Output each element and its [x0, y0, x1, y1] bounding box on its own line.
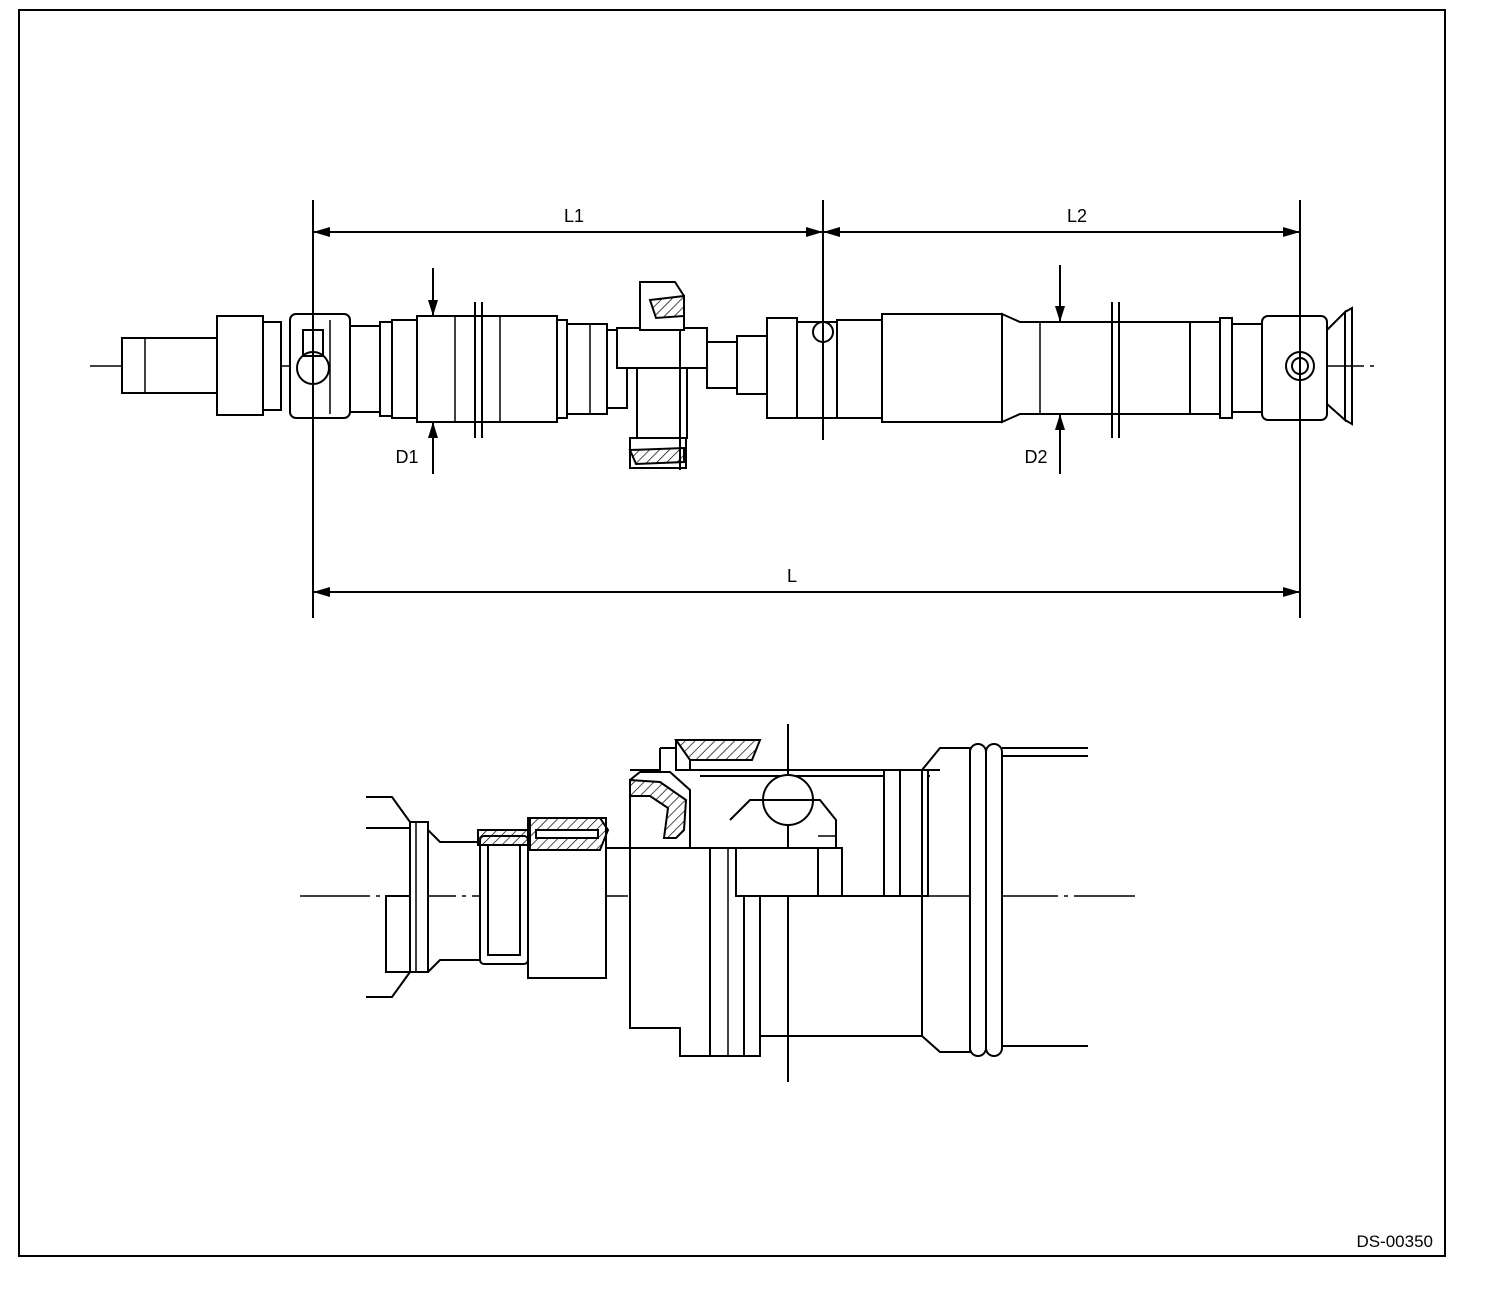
dimension-d2: D2: [1024, 265, 1065, 474]
label-d2: D2: [1024, 447, 1047, 467]
dimension-l1: L1: [313, 206, 823, 237]
label-l1: L1: [564, 206, 584, 226]
dimension-l2: L2: [823, 206, 1300, 237]
dimension-d1: D1: [395, 268, 438, 474]
shaft-overview: L1 L2 L D1 D2: [90, 200, 1380, 618]
front-tube: [349, 302, 608, 438]
rear-coupling: [706, 317, 883, 419]
front-yoke: [121, 313, 351, 419]
rear-tube: [881, 302, 1263, 438]
center-bearing-detail: [300, 724, 1135, 1082]
outer-border: [18, 9, 1446, 1257]
label-l2: L2: [1067, 206, 1087, 226]
label-l: L: [787, 566, 797, 586]
label-d1: D1: [395, 447, 418, 467]
dimension-l: L: [313, 566, 1300, 597]
rear-yoke: [1261, 306, 1353, 426]
center-bearing: [606, 281, 708, 470]
figure-code: DS-00350: [1356, 1232, 1433, 1251]
